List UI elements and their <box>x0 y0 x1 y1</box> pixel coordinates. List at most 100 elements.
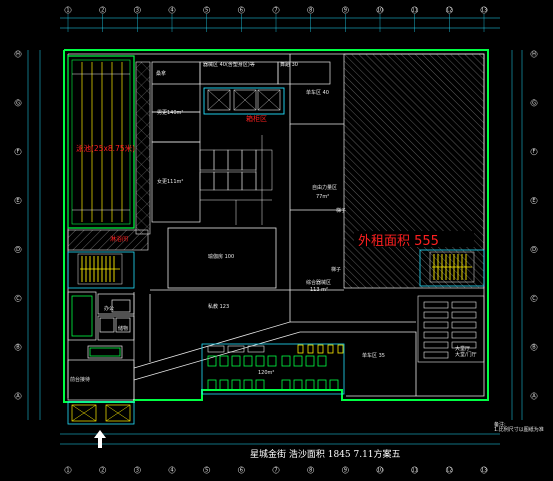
corridor-label: 私教 123 <box>208 303 229 310</box>
external-rent-label: 外租面积 555 <box>358 234 439 249</box>
axis-left-label-circle <box>14 343 22 351</box>
male-locker-label: 男更140m² <box>157 110 183 116</box>
axis-right-label: A <box>532 394 536 400</box>
axis-bottom-label: 7 <box>274 468 277 474</box>
axis-bottom-label-circle <box>133 466 141 474</box>
lobby-label: 大堂/门厅 <box>455 351 477 358</box>
axis-bottom-label-circle <box>376 466 384 474</box>
axis-top-label: 13 <box>481 8 487 14</box>
axis-bottom-label: 13 <box>481 468 487 474</box>
shower-area <box>67 229 149 251</box>
axis-top-label: 2 <box>101 8 104 14</box>
axis-left-label-circle <box>14 294 22 302</box>
axis-left-label: C <box>16 296 20 302</box>
free-weight-label: 自由力量区 <box>312 184 337 191</box>
axis-top-label-circle <box>307 6 315 14</box>
axis-top-label: 4 <box>170 8 173 14</box>
area-120-label: 120m² <box>258 370 274 376</box>
top-center-rooms <box>199 61 331 85</box>
external-rent-area <box>343 53 485 289</box>
small-stair-label-1: 梯子 <box>336 207 346 214</box>
axis-left-label-circle <box>14 148 22 156</box>
axis-left-label-circle <box>14 50 22 58</box>
lower-left-rooms <box>67 291 135 401</box>
axis-bottom-label: 11 <box>411 468 417 474</box>
axis-top-label-circle <box>411 6 419 14</box>
axis-top-label: 1 <box>66 8 69 14</box>
axis-left-label: E <box>16 198 19 204</box>
sauna-label: 桑拿 <box>156 70 166 77</box>
axis-top-label-circle <box>133 6 141 14</box>
axis-top-label: 9 <box>344 8 347 14</box>
axis-top-label: 11 <box>411 8 417 14</box>
axis-right-label-circle <box>530 294 538 302</box>
axis-top-label-circle <box>445 6 453 14</box>
dance-label: 舞蹈 30 <box>280 61 298 68</box>
axis-right-label: F <box>533 149 536 155</box>
axis-top-label-circle <box>480 6 488 14</box>
axis-left-label: B <box>16 345 20 351</box>
axis-top-label-circle <box>168 6 176 14</box>
axis-bottom-label-circle <box>237 466 245 474</box>
shower-label: 淋浴间 <box>110 235 128 243</box>
right-stair <box>419 249 485 287</box>
office-label: 办公 <box>104 305 114 312</box>
spinning-label: 单车区 40 <box>306 89 329 96</box>
female-locker-label: 女更111m² <box>157 178 183 185</box>
axis-bottom-label: 5 <box>205 468 208 474</box>
axis-top-label-circle <box>64 6 72 14</box>
note-text: 1.比例尺寸以图纸为准 <box>494 426 544 433</box>
axis-right-label-circle <box>530 148 538 156</box>
axis-top-label-circle <box>341 6 349 14</box>
axis-right-label: E <box>532 198 535 204</box>
axis-right-label: D <box>532 247 536 253</box>
axis-right-label-circle <box>530 245 538 253</box>
axis-top-label: 5 <box>205 8 208 14</box>
axis-top-label: 7 <box>274 8 277 14</box>
axis-top-label: 6 <box>240 8 243 14</box>
entrance-arrow-icon <box>94 430 106 448</box>
axis-right-label: G <box>532 100 536 106</box>
bottom-elevators <box>67 401 135 425</box>
pool-label: 泳池(25x8.75米) <box>76 143 135 153</box>
small-stair-label-2: 梯子 <box>331 266 341 273</box>
reception-label: 前台接待 <box>70 376 90 383</box>
left-stair <box>67 251 135 289</box>
combo-area-value: 113 m² <box>310 287 328 293</box>
axis-top-label-circle <box>99 6 107 14</box>
axis-top-label-circle <box>376 6 384 14</box>
axis-left-label: H <box>16 52 20 58</box>
elevator-block <box>203 87 285 115</box>
axis-bottom-label-circle <box>480 466 488 474</box>
axis-top-label: 8 <box>309 8 312 14</box>
axis-left-label-circle <box>14 197 22 205</box>
axis-right-label: C <box>532 296 536 302</box>
toilet-cubicles <box>199 135 273 225</box>
axis-top-label: 12 <box>446 8 452 14</box>
combo-area-label: 综合器械区 <box>306 279 331 286</box>
hall-label: 大堂厅 <box>455 345 470 352</box>
axis-left-label-circle <box>14 392 22 400</box>
drawing-title: 星城金街 浩沙面积 1845 7.11方案五 <box>250 448 401 460</box>
lobby-lockers <box>417 295 485 363</box>
axis-right-label-circle <box>530 99 538 107</box>
axis-bottom-label: 3 <box>136 468 139 474</box>
axis-left-label: G <box>16 100 20 106</box>
axis-bottom-label: 4 <box>170 468 173 474</box>
axis-right-label: B <box>532 345 536 351</box>
yoga-label: 瑜伽房 100 <box>208 253 234 260</box>
axis-bottom-label-circle <box>341 466 349 474</box>
free-weight-area-value: 77m² <box>316 194 329 200</box>
corridor-walls <box>133 290 417 396</box>
axis-right-label-circle <box>530 343 538 351</box>
axis-left-label: F <box>17 149 20 155</box>
axis-top-label: 3 <box>136 8 139 14</box>
locker-rooms <box>151 61 201 223</box>
axis-bottom-label: 10 <box>377 468 383 474</box>
pool <box>67 55 135 229</box>
dimension-lines <box>27 17 523 445</box>
axis-bottom-label-circle <box>445 466 453 474</box>
